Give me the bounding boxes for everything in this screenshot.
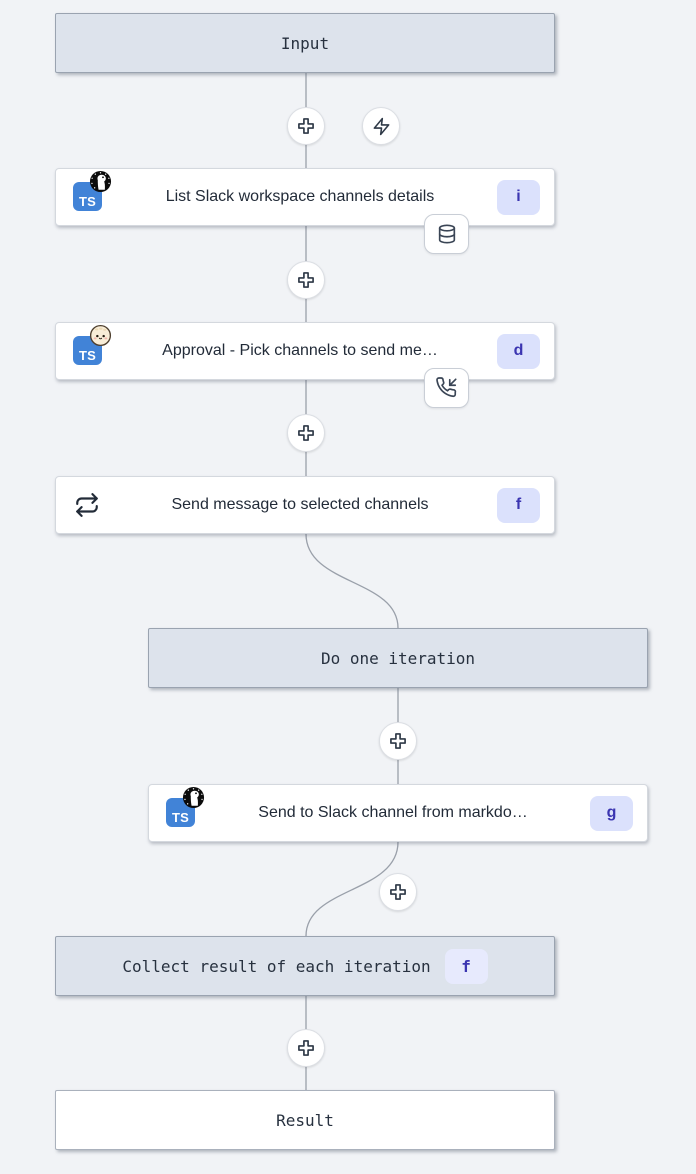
iteration-box[interactable]: Do one iteration — [148, 628, 648, 688]
result-label: Result — [276, 1110, 334, 1130]
collect-result-box[interactable]: Collect result of each iteration f — [55, 936, 555, 996]
plus-icon — [298, 118, 314, 134]
cache-badge-button[interactable] — [424, 214, 469, 254]
typescript-icon: TS — [73, 336, 102, 365]
phone-incoming-icon — [435, 377, 457, 398]
deno-icon — [182, 786, 205, 809]
bun-icon — [89, 324, 112, 347]
step-id-badge: f — [444, 948, 488, 984]
step-id-badge: f — [497, 487, 540, 523]
triggers-button[interactable] — [362, 107, 400, 145]
step-title: Send to Slack channel from markdo… — [258, 804, 528, 821]
add-step-button[interactable] — [379, 873, 417, 911]
repeat-icon — [76, 493, 98, 517]
step-id-badge: g — [590, 795, 633, 831]
step-id-badge: i — [497, 179, 540, 215]
add-step-button[interactable] — [379, 722, 417, 760]
approval-badge-button[interactable] — [424, 368, 469, 408]
add-step-button[interactable] — [287, 414, 325, 452]
step-title: List Slack workspace channels details — [165, 188, 435, 205]
step-list-channels[interactable]: TS List Slack workspace channels details… — [55, 168, 555, 226]
collect-result-label: Collect result of each iteration — [122, 956, 431, 976]
plus-icon — [390, 884, 406, 900]
result-box[interactable]: Result — [55, 1090, 555, 1150]
step-forloop[interactable]: Send message to selected channels f — [55, 476, 555, 534]
step-send-markdown[interactable]: TS Send to Slack channel from markdo… g — [148, 784, 648, 842]
database-icon — [438, 224, 455, 244]
add-step-button[interactable] — [287, 1029, 325, 1067]
deno-icon — [89, 170, 112, 193]
step-id-badge: d — [497, 333, 540, 369]
step-title: Approval - Pick channels to send me… — [162, 342, 438, 359]
step-approval[interactable]: TS Approval - Pick channels to send me… … — [55, 322, 555, 380]
zap-icon — [373, 117, 389, 135]
input-box[interactable]: Input — [55, 13, 555, 73]
plus-icon — [298, 425, 314, 441]
input-label: Input — [280, 33, 330, 53]
step-title: Send message to selected channels — [171, 496, 429, 513]
plus-icon — [390, 733, 406, 749]
plus-icon — [298, 1040, 314, 1056]
add-step-button[interactable] — [287, 261, 325, 299]
plus-icon — [298, 272, 314, 288]
add-step-button[interactable] — [287, 107, 325, 145]
iteration-label: Do one iteration — [320, 648, 476, 668]
